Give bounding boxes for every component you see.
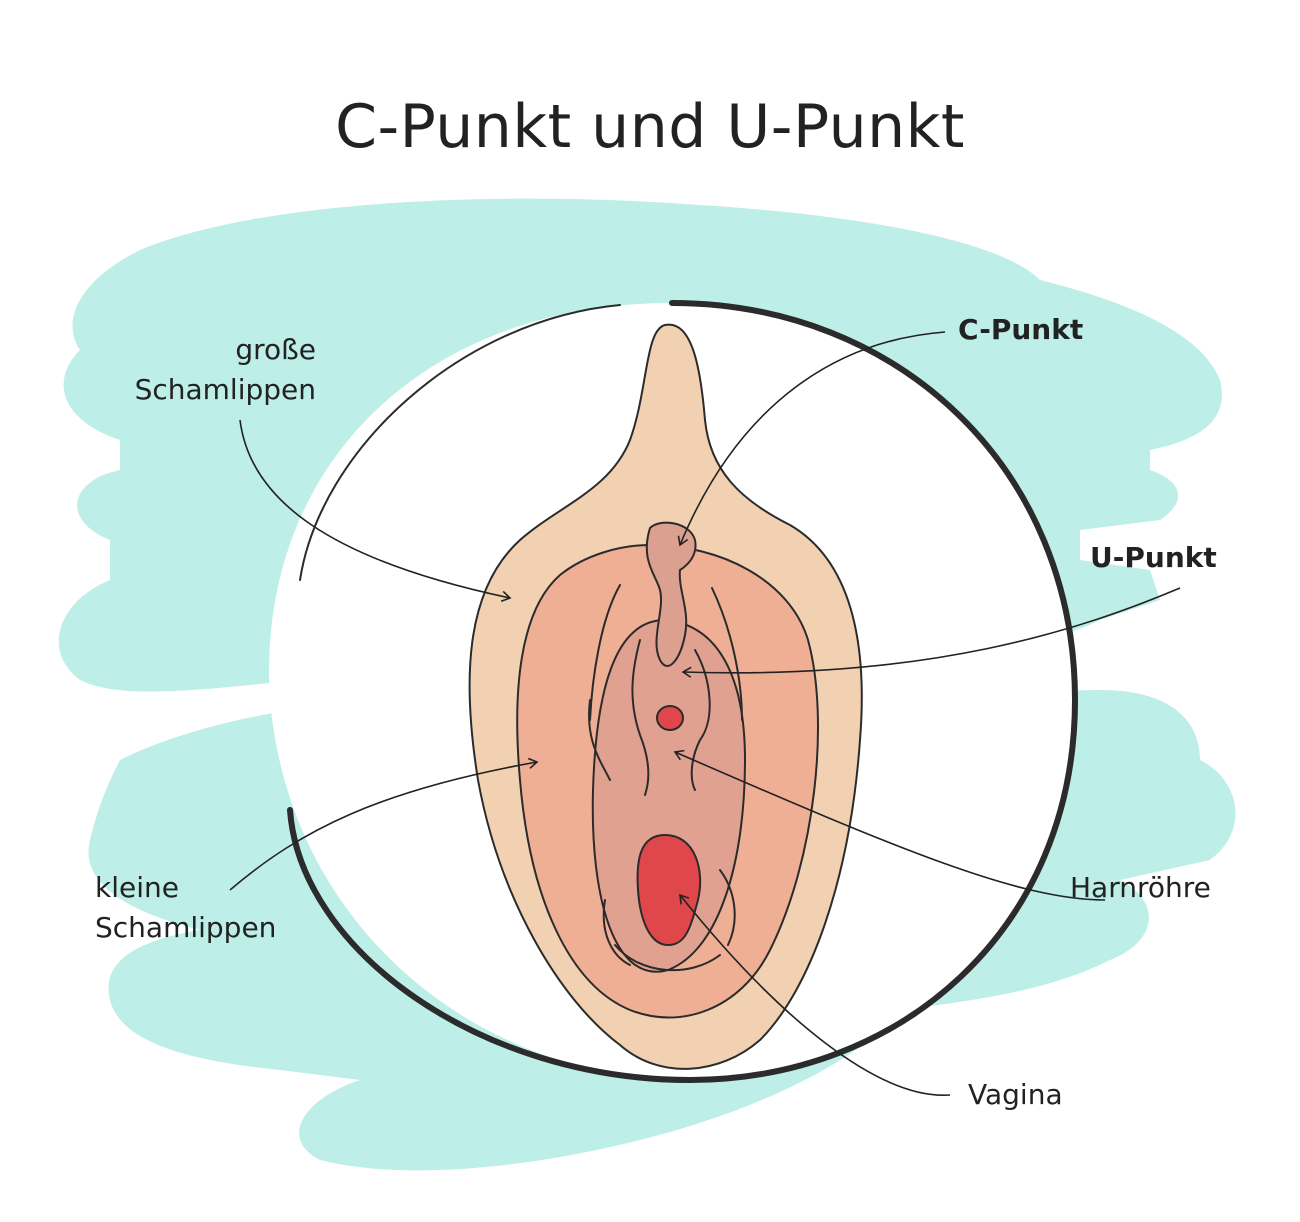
- urethra-opening: [656, 705, 684, 731]
- leader-u-punkt: [681, 587, 1181, 678]
- label-vagina: Vagina: [968, 1078, 1063, 1111]
- leader-harnroehre: [673, 749, 1106, 901]
- vagina-opening: [636, 834, 702, 946]
- illustration: [468, 323, 863, 1070]
- label-grosse-schamlippen: große Schamlippen: [60, 330, 316, 410]
- label-u-punkt: U-Punkt: [1090, 541, 1217, 574]
- leader-vagina: [679, 893, 951, 1096]
- diagram-title: C-Punkt und U-Punkt: [335, 92, 965, 162]
- clitoris-shape: [645, 521, 697, 667]
- label-grosse-schamlippen-line2: Schamlippen: [134, 373, 316, 406]
- label-harnroehre: Harnröhre: [1070, 871, 1211, 904]
- leader-kleine-schamlippen: [229, 757, 539, 891]
- label-c-punkt: C-Punkt: [958, 313, 1084, 346]
- leader-grosse-schamlippen: [239, 419, 512, 602]
- label-kleine-schamlippen-line1: kleine: [95, 871, 179, 904]
- label-kleine-schamlippen: kleine Schamlippen: [95, 868, 276, 948]
- label-kleine-schamlippen-line2: Schamlippen: [95, 911, 277, 944]
- label-grosse-schamlippen-line1: große: [235, 333, 316, 366]
- leader-lines: [229, 331, 1181, 1096]
- leader-c-punkt: [677, 331, 946, 547]
